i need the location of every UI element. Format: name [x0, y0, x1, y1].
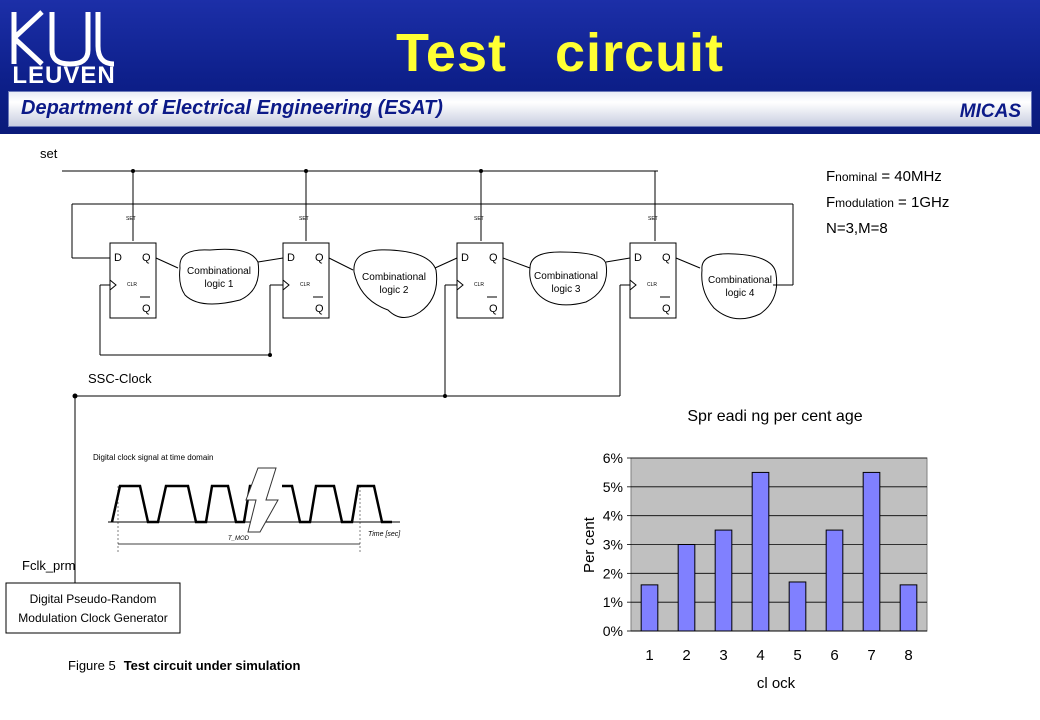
ff1-d-label: D	[114, 252, 122, 264]
ff3-d-label: D	[461, 252, 469, 264]
fclk-label: Fclk_prm	[22, 558, 75, 573]
clock-waveform-inset: Digital clock signal at time domain Time…	[93, 453, 401, 552]
ff3-clr-label: CLR	[474, 282, 484, 288]
waveform-period-label: T_MOD	[228, 536, 250, 542]
logic2-line2: logic 2	[380, 285, 409, 296]
waveform-title: Digital clock signal at time domain	[93, 453, 214, 462]
page-title: Test circuit	[395, 23, 725, 83]
spreading-percentage-chart: Spr eadi ng per cent age 0% 1% 2% 3% 4% 5% 6% 1…	[581, 408, 928, 692]
x-tick-label: 7	[867, 647, 875, 664]
logic1-line2: logic 1	[205, 279, 234, 290]
ff1-clr-label: CLR	[127, 282, 137, 288]
ff4-clr-label: CLR	[647, 282, 657, 288]
logic2-line1: Combinational	[362, 272, 426, 283]
x-tick-label: 3	[719, 647, 727, 664]
y-tick-label: 1%	[603, 594, 623, 610]
y-tick-label: 6%	[603, 450, 623, 466]
f-modulation-line: Fmodulation = 1GHz	[826, 194, 950, 211]
ff2-q-label: Q	[315, 252, 324, 264]
ff2-clr-label: CLR	[300, 282, 310, 288]
ff4-set-label: SET	[648, 216, 658, 222]
bar	[714, 529, 733, 632]
combinational-logic-1	[179, 248, 260, 305]
logic4-line1: Combinational	[708, 275, 772, 286]
bar	[640, 584, 659, 632]
bar	[677, 544, 696, 632]
bar	[788, 581, 807, 632]
logic4-line2: logic 4	[726, 288, 755, 299]
y-tick-label: 0%	[603, 623, 623, 639]
bar	[825, 529, 844, 632]
clock-generator-box	[5, 582, 181, 634]
ff4-q-label: Q	[662, 252, 671, 264]
y-tick-label: 4%	[603, 508, 623, 524]
ff2-qbar-label: Q	[315, 303, 324, 315]
group-label: MICAS	[959, 101, 1021, 122]
ff1-q-label: Q	[142, 252, 151, 264]
logic3-line1: Combinational	[534, 271, 598, 282]
figure-caption-text: Test circuit under simulation	[123, 658, 301, 673]
combinational-logic-4	[701, 253, 778, 320]
x-tick-label: 2	[682, 647, 690, 664]
ff1-qbar-label: Q	[142, 303, 151, 315]
set-label: set	[40, 146, 58, 161]
header-banner: LEUVEN Test circuit Department of Electr…	[0, 0, 1040, 134]
ff2-d-label: D	[287, 252, 295, 264]
ff3-qbar-label: Q	[489, 303, 498, 315]
combinational-logic-3	[529, 251, 608, 306]
department-label: Department of Electrical Engineering (ES…	[21, 97, 443, 119]
x-tick-label: 1	[645, 647, 653, 664]
figure-label: Figure 5	[68, 658, 116, 673]
bar	[899, 584, 918, 632]
f-nominal-line: Fnominal = 40MHz	[826, 168, 942, 185]
test-circuit-diagram: D Q Q D Q Q D Q Q D Q Q SET SET SET SET …	[5, 146, 794, 634]
chart-xlabel: cl ock	[757, 675, 796, 692]
ku-leuven-logo	[11, 10, 115, 67]
ff2-set-label: SET	[299, 216, 309, 222]
chart-ylabel: Per cent	[581, 516, 598, 573]
generator-line1: Digital Pseudo-Random	[30, 592, 157, 606]
bar	[751, 471, 770, 632]
combinational-logic-2	[353, 249, 438, 318]
waveform-axis-label: Time [sec]	[368, 531, 401, 538]
ssc-clock-label: SSC-Clock	[88, 371, 152, 386]
department-bar: Department of Electrical Engineering (ES…	[8, 91, 1032, 127]
x-tick-label: 8	[904, 647, 912, 664]
x-tick-label: 4	[756, 647, 764, 664]
logo-text: LEUVEN	[12, 62, 116, 89]
nm-line: N=3,M=8	[826, 220, 888, 237]
ff1-set-label: SET	[126, 216, 136, 222]
x-tick-label: 5	[793, 647, 801, 664]
ff4-d-label: D	[634, 252, 642, 264]
ff3-q-label: Q	[489, 252, 498, 264]
bar	[862, 471, 881, 632]
x-tick-label: 6	[830, 647, 838, 664]
ff4-qbar-label: Q	[662, 303, 671, 315]
logic3-line2: logic 3	[552, 284, 581, 295]
y-tick-label: 5%	[603, 479, 623, 495]
y-tick-label: 3%	[603, 537, 623, 553]
logic1-line1: Combinational	[187, 266, 251, 277]
figure-caption: Figure 5 Test circuit under simulation	[68, 658, 300, 673]
ff3-set-label: SET	[474, 216, 484, 222]
generator-line2: Modulation Clock Generator	[18, 611, 167, 625]
parameter-block: Fnominal = 40MHz Fmodulation = 1GHz N=3,…	[826, 164, 949, 242]
y-tick-label: 2%	[603, 565, 623, 581]
chart-title: Spr eadi ng per cent age	[687, 408, 862, 425]
